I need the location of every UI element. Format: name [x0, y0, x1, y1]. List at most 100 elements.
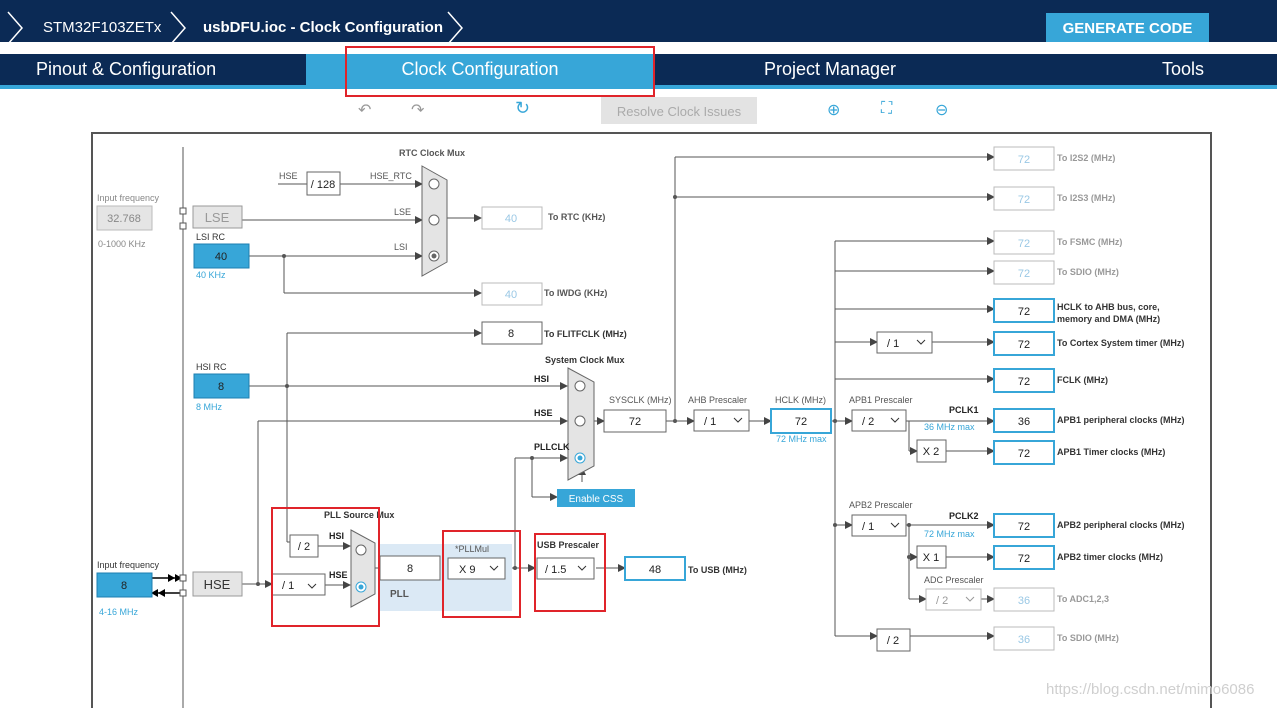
output-box: [993, 186, 1055, 211]
apb2-prescaler-value: / 1: [862, 521, 874, 533]
output-value: 72: [1018, 553, 1030, 565]
chevron-down-icon: [890, 417, 900, 423]
lse-range-label: 0-1000 KHz: [98, 239, 146, 249]
cortex-timer-divider-dropdown[interactable]: / 1: [876, 331, 933, 354]
sdio-divider-value: / 2: [887, 635, 899, 647]
tab-pinout[interactable]: Pinout & Configuration: [0, 54, 304, 85]
usb-output-box: [624, 556, 686, 581]
undo-icon[interactable]: ↶: [358, 102, 372, 119]
generate-code-button[interactable]: GENERATE CODE: [1046, 13, 1209, 42]
pll-input-value: 8: [407, 563, 413, 575]
tab-project-manager[interactable]: Project Manager: [656, 54, 1004, 85]
output-label: To I2S2 (MHz): [1057, 153, 1115, 163]
apb1-prescaler-label: APB1 Prescaler: [849, 395, 913, 405]
rtc-mux-label: RTC Clock Mux: [399, 148, 465, 158]
output-value: 72: [1018, 194, 1030, 206]
lsi-block: [193, 243, 250, 269]
usb-prescaler-dropdown[interactable]: / 1.5: [536, 557, 595, 580]
apb1-prescaler-value: / 2: [862, 416, 874, 428]
lse-block-label: LSE: [205, 210, 230, 225]
pll-input-box: [379, 555, 441, 581]
output-label: To ADC1,2,3: [1057, 594, 1109, 604]
output-box: [993, 440, 1055, 465]
ahb-prescaler-value: / 1: [704, 416, 716, 428]
output-label-line2: memory and DMA (MHz): [1057, 314, 1160, 324]
output-value: 36: [1018, 634, 1030, 646]
refresh-icon[interactable]: ↻: [515, 98, 531, 118]
lse-input-frequency-label: Input frequency: [97, 193, 160, 203]
hsi-unit-label: 8 MHz: [196, 402, 223, 412]
rtc-hse-label: HSE: [279, 171, 298, 181]
breadcrumb-file[interactable]: usbDFU.ioc - Clock Configuration: [203, 19, 443, 36]
zoom-out-icon[interactable]: ⊖: [935, 102, 949, 119]
hse-frequency-value: 8: [121, 580, 127, 592]
output-box: [993, 331, 1055, 356]
cortex-timer-divider-value: / 1: [887, 338, 899, 350]
redo-icon[interactable]: ↷: [411, 102, 425, 119]
lse-frequency-input[interactable]: [96, 205, 153, 231]
hclk-max-label: 72 MHz max: [776, 434, 827, 444]
pll-mul-dropdown[interactable]: X 9: [447, 557, 506, 580]
pclk2-label: PCLK2: [949, 511, 979, 521]
ahb-prescaler-dropdown[interactable]: / 1: [693, 409, 750, 432]
pll-hsi-label: HSI: [329, 531, 344, 541]
output-label: APB1 Timer clocks (MHz): [1057, 447, 1165, 457]
pll-hsi-divider: [289, 534, 319, 558]
tab-tools[interactable]: Tools: [1006, 54, 1277, 85]
sdio-divider: [876, 628, 911, 652]
flitf-output-label: To FLITFCLK (MHz): [544, 329, 627, 339]
chevron-down-icon: [733, 417, 743, 423]
output-label: To FSMC (MHz): [1057, 237, 1122, 247]
hse-block-label: HSE: [204, 577, 231, 592]
system-clock-mux[interactable]: [567, 367, 595, 481]
output-box: [993, 368, 1055, 393]
output-value: 36: [1018, 595, 1030, 607]
pll-hsi-divider-value: / 2: [298, 541, 310, 553]
hse-input-frequency-label: Input frequency: [97, 560, 160, 570]
pclk1-label: PCLK1: [949, 405, 979, 415]
chevron-down-icon: [965, 596, 975, 602]
hsi-block: [193, 373, 250, 399]
chevron-down-icon: [489, 565, 499, 571]
rtc-hse-divider: [306, 171, 341, 196]
highlight-pll-mul: [442, 530, 521, 618]
breadcrumb-mcu[interactable]: STM32F103ZETx: [43, 19, 162, 36]
tab-clock-label: Clock Configuration: [401, 59, 559, 79]
hclk-input[interactable]: [770, 408, 832, 434]
sysmux-pllclk-label: PLLCLK: [534, 442, 570, 452]
usb-output-label: To USB (MHz): [688, 565, 747, 575]
rtc-mux[interactable]: [421, 165, 448, 277]
hse-input-arrows: [151, 574, 182, 597]
pll-source-mux[interactable]: [350, 529, 376, 608]
tab-pinout-label: Pinout & Configuration: [36, 59, 217, 79]
hse-frequency-input[interactable]: [96, 572, 153, 598]
output-box: [993, 587, 1055, 612]
ahb-prescaler-label: AHB Prescaler: [688, 395, 747, 405]
output-value: 72: [1018, 154, 1030, 166]
output-label: To I2S3 (MHz): [1057, 193, 1115, 203]
output-value: 72: [1018, 521, 1030, 533]
pll-source-mux-label: PLL Source Mux: [324, 510, 394, 520]
resolve-clock-issues-button[interactable]: Resolve Clock Issues: [601, 97, 757, 124]
output-box: [993, 146, 1055, 171]
lsi-unit-label: 40 KHz: [196, 270, 226, 280]
pll-mul-value: X 9: [459, 564, 476, 576]
zoom-in-icon[interactable]: ⊕: [827, 102, 841, 119]
highlight-pll-source-mux: [271, 507, 380, 627]
hsi-block-value: 8: [218, 381, 224, 393]
enable-css-button[interactable]: [557, 489, 635, 507]
output-box: [993, 545, 1055, 570]
lsi-block-value: 40: [215, 251, 227, 263]
usb-prescaler-value: / 1.5: [545, 564, 566, 576]
fit-icon[interactable]: ⛶: [881, 100, 893, 117]
sysmux-hse-label: HSE: [534, 408, 553, 418]
apb2-prescaler-dropdown[interactable]: / 1: [851, 514, 907, 537]
tab-clock-configuration[interactable]: Clock Configuration: [306, 54, 654, 85]
apb2-timer-multiplier-value: X 1: [923, 552, 940, 564]
flitf-output-value: 8: [508, 328, 514, 340]
apb1-timer-multiplier: [916, 439, 947, 463]
apb1-prescaler-dropdown[interactable]: / 2: [851, 409, 907, 432]
adc-prescaler-dropdown[interactable]: / 2: [925, 588, 982, 611]
sysclk-value: 72: [629, 416, 641, 428]
